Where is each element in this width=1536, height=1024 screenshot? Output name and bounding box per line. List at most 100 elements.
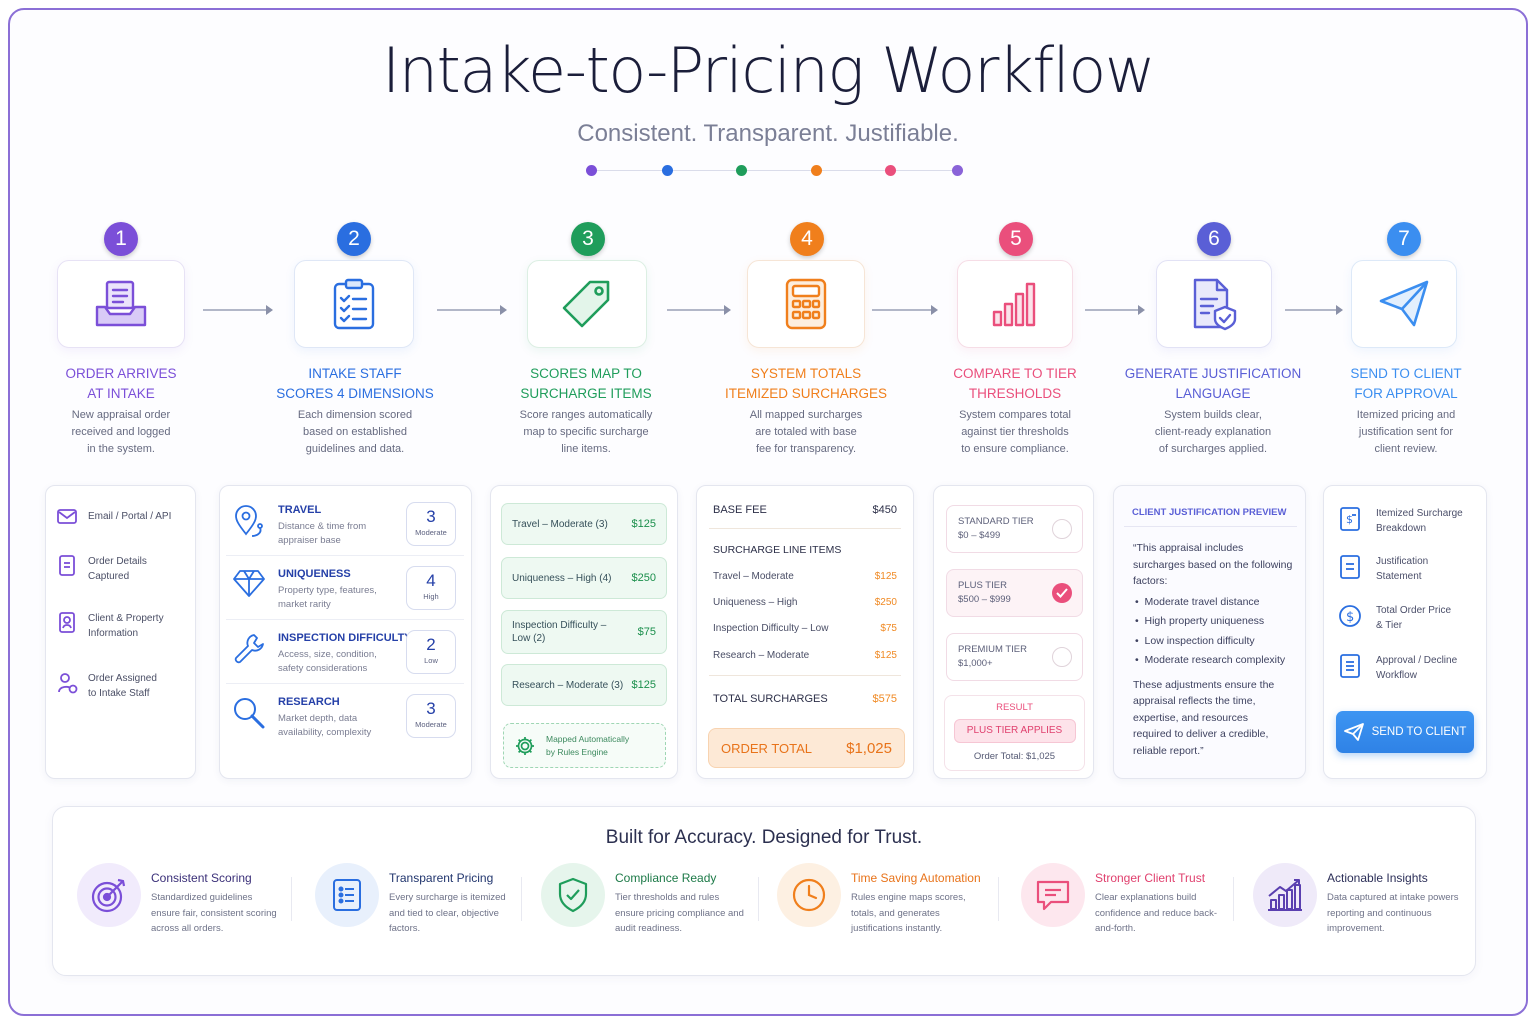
send-icon [1343, 723, 1364, 741]
surcharge-map-item: Travel – Moderate (3)$125 [501, 503, 667, 545]
tier-option-premium: PREMIUM TIER$1,000+ [946, 633, 1083, 681]
map-pin-icon [235, 505, 263, 537]
clock-icon [777, 863, 841, 927]
inbox-icon [57, 260, 185, 348]
tiers-card: STANDARD TIER$0 – $499 PLUS TIER$500 – $… [933, 485, 1094, 779]
arrow-right-icon [437, 305, 507, 315]
clipboard-icon [294, 260, 414, 348]
dot-green [736, 165, 747, 176]
statement-icon [1340, 555, 1360, 579]
tier-option-plus: PLUS TIER$500 – $999 [946, 569, 1083, 617]
send-to-client-button[interactable]: SEND TO CLIENT [1336, 711, 1474, 753]
step-description: System builds clear,client-ready explana… [1154, 409, 1272, 455]
dimensions-card: TRAVEL Distance & time from appraiser ba… [219, 485, 472, 779]
step-number-badge: 2 [337, 222, 371, 256]
arrow-right-icon [203, 305, 273, 315]
surcharge-map-item: Inspection Difficulty – Low (2)$75 [501, 610, 667, 654]
diamond-icon [233, 570, 265, 597]
benefit-item: Actionable Insights Data captured at int… [1253, 863, 1468, 943]
line-item: Inspection Difficulty – Low$75 [713, 623, 897, 634]
target-icon [77, 863, 141, 927]
benefit-item: Stronger Client Trust Clear explanations… [1021, 863, 1236, 943]
totals-card: BASE FEE$450 SURCHARGE LINE ITEMS Travel… [696, 485, 914, 779]
surcharge-map-item: Uniqueness – High (4)$250 [501, 557, 667, 599]
dot-orange [811, 165, 822, 176]
dollar-icon: $ [1339, 605, 1361, 627]
magnifier-icon [234, 698, 265, 729]
benefits-title: Built for Accuracy. Designed for Trust. [605, 827, 923, 848]
dimension-row: UNIQUENESS Property type, features, mark… [226, 556, 464, 620]
surcharge-map-item: Research – Moderate (3)$125 [501, 664, 667, 706]
step-number-badge: 7 [1387, 222, 1421, 256]
step-number-badge: 4 [790, 222, 824, 256]
shield-check-icon [541, 863, 605, 927]
dimension-row: TRAVEL Distance & time from appraiser ba… [226, 492, 464, 556]
mail-icon [57, 509, 77, 524]
justification-bullets: • Moderate travel distance • High proper… [1135, 595, 1286, 667]
bar-chart-icon [957, 260, 1073, 348]
dot-purple [586, 165, 597, 176]
total-surcharges-row: TOTAL SURCHARGES$575 [713, 693, 897, 705]
tier-result: RESULT PLUS TIER APPLIES Order Total: $1… [944, 695, 1085, 771]
benefit-item: Transparent Pricing Every surcharge is i… [315, 863, 530, 943]
calculator-icon [747, 260, 865, 348]
section-label: SURCHARGE LINE ITEMS [713, 544, 842, 556]
base-fee-row: BASE FEE$450 [713, 504, 897, 516]
list-icon [315, 863, 379, 927]
step-number-badge: 3 [571, 222, 605, 256]
step-number-badge: 1 [104, 222, 138, 256]
document-shield-icon [1156, 260, 1272, 348]
check-circle-icon [1052, 583, 1072, 603]
arrow-right-icon [667, 305, 731, 315]
benefit-item: Consistent Scoring Standardized guidelin… [77, 863, 292, 943]
radio-unselected-icon [1052, 519, 1072, 539]
order-total-row: ORDER TOTAL $1,025 [708, 728, 905, 768]
step-number-badge: 6 [1197, 222, 1231, 256]
benefit-item: Time Saving Automation Rules engine maps… [777, 863, 999, 943]
dimension-row: INSPECTION DIFFICULTY Access, size, cond… [226, 620, 464, 684]
wrench-icon [234, 634, 264, 664]
page-subtitle: Consistent. Transparent. Justifiable. [577, 120, 959, 147]
svg-text:$: $ [1346, 513, 1353, 526]
color-dots [584, 165, 964, 177]
justification-card: CLIENT JUSTIFICATION PREVIEW “This appra… [1113, 485, 1306, 779]
dot-pink [885, 165, 896, 176]
svg-text:$: $ [1346, 610, 1354, 625]
line-item: Research – Moderate$125 [713, 650, 897, 661]
growth-chart-icon [1253, 863, 1317, 927]
line-item: Uniqueness – High$250 [713, 597, 897, 608]
tag-icon [527, 260, 647, 348]
user-card-icon [59, 612, 75, 633]
dot-violet [952, 165, 963, 176]
arrow-right-icon [1285, 305, 1343, 315]
step-number-badge: 5 [999, 222, 1033, 256]
mapping-card: Travel – Moderate (3)$125 Uniqueness – H… [490, 485, 678, 779]
